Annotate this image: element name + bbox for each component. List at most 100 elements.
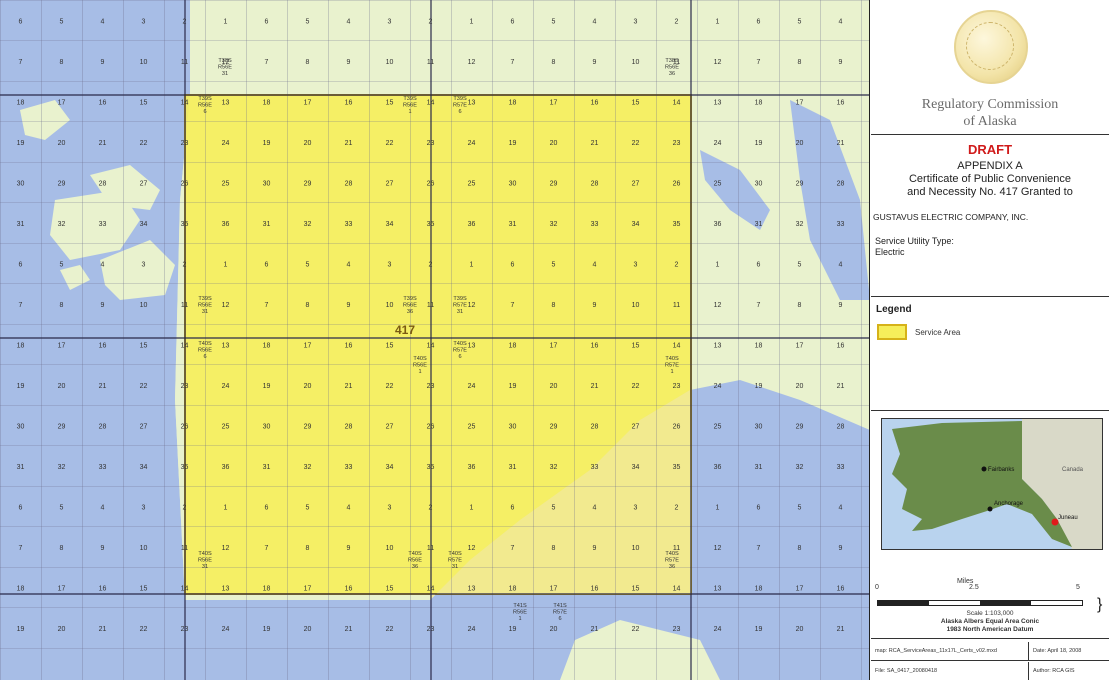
- section-number: 21: [345, 626, 353, 633]
- section-number: 1: [470, 504, 474, 511]
- legend-title: Legend: [876, 304, 912, 315]
- township-label: 31: [202, 564, 208, 570]
- section-number: 19: [263, 383, 271, 390]
- section-number: 12: [714, 302, 722, 309]
- legend-swatch-service-area: [877, 324, 907, 340]
- section-number: 27: [140, 423, 148, 430]
- section-number: 33: [345, 221, 353, 228]
- section-number: 7: [511, 302, 515, 309]
- section-number: 29: [58, 423, 66, 430]
- section-grid: [0, 0, 869, 680]
- township-label: R56E: [403, 103, 417, 109]
- section-number: 33: [591, 464, 599, 471]
- section-number: 30: [263, 423, 271, 430]
- section-number: 13: [714, 342, 722, 349]
- section-number: 3: [388, 18, 392, 25]
- township-label: R57E: [665, 558, 679, 564]
- section-number: 32: [550, 464, 558, 471]
- scale-bar: [877, 600, 1083, 606]
- section-number: 22: [386, 140, 394, 147]
- section-number: 25: [222, 423, 230, 430]
- section-number: 22: [632, 140, 640, 147]
- section-number: 21: [837, 626, 845, 633]
- section-number: 24: [222, 383, 230, 390]
- section-number: 3: [142, 504, 146, 511]
- section-number: 6: [265, 18, 269, 25]
- section-number: 9: [593, 302, 597, 309]
- draft-label: DRAFT: [967, 142, 1013, 157]
- section-number: 16: [99, 99, 107, 106]
- service-type-value: Electric: [875, 247, 905, 257]
- city-label-fairbanks: Fairbanks: [988, 467, 1014, 473]
- section-number: 25: [714, 180, 722, 187]
- section-number: 21: [591, 383, 599, 390]
- section-number: 3: [634, 504, 638, 511]
- section-number: 10: [140, 302, 148, 309]
- section-number: 19: [755, 626, 763, 633]
- section-number: 29: [796, 180, 804, 187]
- township-label: R56E: [198, 558, 212, 564]
- section-number: 12: [222, 59, 230, 66]
- township-label: T40S: [408, 551, 422, 557]
- section-number: 20: [796, 626, 804, 633]
- township-label: T39S: [453, 296, 467, 302]
- section-number: 4: [839, 504, 843, 511]
- section-number: 16: [837, 585, 845, 592]
- city-dot-anchorage: [987, 506, 993, 512]
- section-number: 17: [550, 585, 558, 592]
- section-number: 9: [101, 545, 105, 552]
- section-number: 6: [757, 261, 761, 268]
- section-number: 6: [19, 504, 23, 511]
- township-label: R56E: [513, 610, 527, 616]
- section-number: 11: [427, 59, 434, 66]
- township-label: 6: [458, 354, 461, 360]
- section-number: 32: [58, 221, 66, 228]
- section-number: 21: [99, 140, 107, 147]
- township-label: 31: [202, 309, 208, 315]
- section-number: 35: [427, 221, 435, 228]
- section-number: 18: [17, 99, 25, 106]
- inset-map-svg: Fairbanks Anchorage Juneau Canada: [882, 419, 1102, 549]
- section-number: 6: [511, 18, 515, 25]
- section-number: 7: [19, 59, 23, 66]
- section-number: 2: [183, 504, 187, 511]
- township-label: R56E: [403, 303, 417, 309]
- section-number: 7: [757, 302, 761, 309]
- section-number: 23: [181, 140, 189, 147]
- section-number: 26: [181, 180, 189, 187]
- section-number: 6: [265, 261, 269, 268]
- cpcn-number-label: 417: [395, 323, 415, 337]
- section-number: 30: [755, 180, 763, 187]
- section-number: 26: [673, 423, 681, 430]
- city-label-juneau: Juneau: [1058, 515, 1078, 521]
- township-label: 1: [408, 109, 411, 115]
- section-number: 3: [634, 18, 638, 25]
- section-number: 26: [427, 180, 435, 187]
- section-number: 20: [304, 383, 312, 390]
- section-number: 9: [101, 59, 105, 66]
- township-label: T39S: [453, 96, 467, 102]
- section-number: 34: [386, 464, 394, 471]
- section-number: 12: [222, 302, 230, 309]
- township-label: 36: [669, 71, 675, 77]
- section-number: 24: [468, 626, 476, 633]
- divider: [871, 638, 1109, 639]
- section-number: 7: [19, 545, 23, 552]
- township-label: T40S: [413, 356, 427, 362]
- section-number: 33: [99, 464, 107, 471]
- section-number: 5: [306, 261, 310, 268]
- section-number: 25: [714, 423, 722, 430]
- section-number: 13: [222, 99, 230, 106]
- section-number: 11: [181, 302, 188, 309]
- alaska-locator-inset[interactable]: Fairbanks Anchorage Juneau Canada: [881, 418, 1103, 550]
- divider: [871, 660, 1109, 661]
- section-number: 4: [593, 18, 597, 25]
- city-dot-fairbanks: [981, 466, 987, 472]
- service-type-label: Service Utility Type:: [875, 236, 954, 246]
- section-number: 17: [550, 99, 558, 106]
- footer-row-1: map: RCA_ServiceAreas_11x17L_Certs_v02.m…: [871, 642, 1109, 660]
- section-number: 4: [839, 261, 843, 268]
- section-number: 16: [591, 342, 599, 349]
- township-label: R56E: [198, 103, 212, 109]
